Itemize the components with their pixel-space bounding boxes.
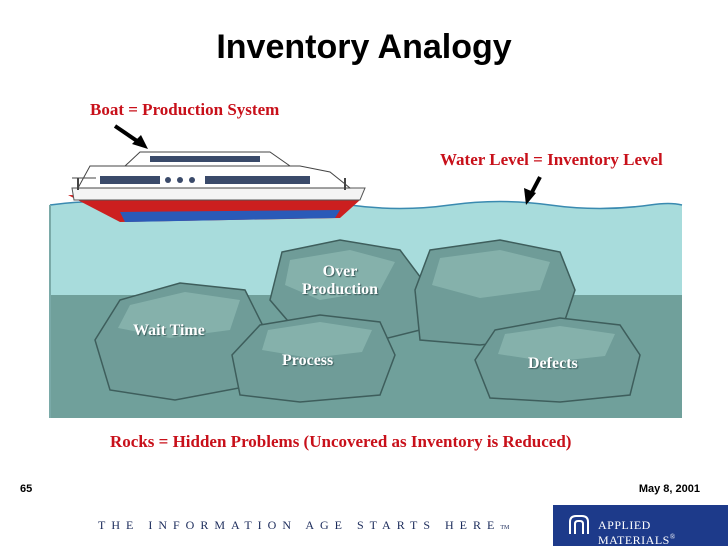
boat-label: Boat = Production System — [90, 100, 280, 119]
rock-wait-time — [94, 282, 266, 401]
analogy-illustration — [49, 124, 683, 418]
rock-label-wait-time: Wait Time — [133, 322, 205, 339]
water-arrow — [524, 176, 542, 205]
rock-label-process: Process — [282, 352, 334, 369]
rock-label-production: Production — [301, 281, 379, 298]
water-level-label: Water Level = Inventory Level — [440, 150, 663, 169]
brand-registered-mark: ® — [669, 533, 676, 541]
slide-date: May 8, 2001 — [638, 483, 700, 495]
brand-text: APPLIED MATERIALS — [598, 518, 670, 547]
rock-label-over: Over — [322, 263, 358, 280]
rock-label-defects: Defects — [528, 355, 578, 372]
slide-number: 65 — [20, 483, 33, 495]
rocks-label: Rocks = Hidden Problems (Uncovered as In… — [110, 432, 572, 451]
boat-arrow — [113, 124, 148, 149]
rock-process — [231, 314, 396, 403]
footer-tagline: THE INFORMATION AGE STARTS HERETM — [98, 518, 509, 533]
rock-defects — [474, 317, 641, 403]
boat — [68, 151, 366, 222]
tagline-text: THE INFORMATION AGE STARTS HERE — [98, 518, 501, 532]
rock-label-overproduction: Over Production — [300, 263, 380, 299]
tagline-tm: TM — [500, 525, 510, 531]
brand-name: APPLIED MATERIALS® — [598, 518, 728, 548]
applied-materials-logo-icon — [569, 515, 589, 534]
slide-title: Inventory Analogy — [216, 28, 512, 66]
rock-defects-back — [414, 239, 576, 346]
